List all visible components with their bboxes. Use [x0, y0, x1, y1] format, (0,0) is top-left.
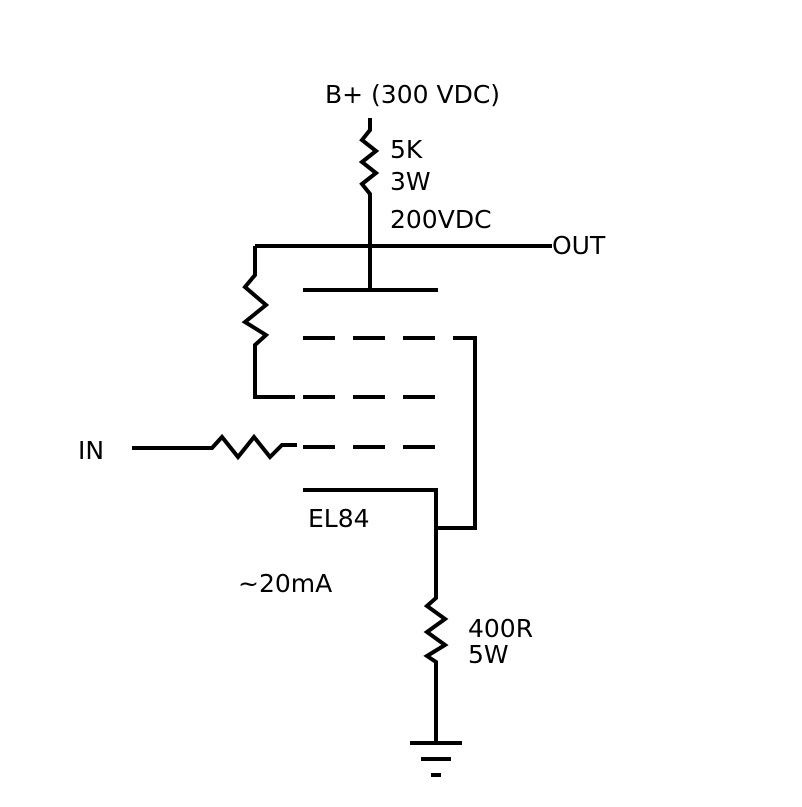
- current-label: ~20mA: [238, 569, 332, 598]
- cathode-resistor-power: 5W: [468, 640, 509, 669]
- grid-stopper-resistor: [132, 433, 297, 461]
- supply-label: B+ (300 VDC): [325, 80, 500, 109]
- suppressor-tie: [436, 336, 477, 530]
- plate-resistor: [358, 118, 380, 290]
- plate-resistor-power: 3W: [390, 167, 431, 196]
- plate-voltage-label: 200VDC: [390, 205, 492, 234]
- plate-resistor-value: 5K: [390, 135, 423, 164]
- cathode-resistor: [423, 590, 449, 742]
- input-label: IN: [78, 436, 104, 465]
- screen-resistor: [241, 246, 295, 399]
- output-label: OUT: [552, 231, 606, 260]
- cathode-resistor-value: 400R: [468, 614, 533, 643]
- tube-label: EL84: [308, 504, 370, 533]
- tube-cathode: [303, 488, 438, 590]
- ground-icon: [410, 741, 462, 777]
